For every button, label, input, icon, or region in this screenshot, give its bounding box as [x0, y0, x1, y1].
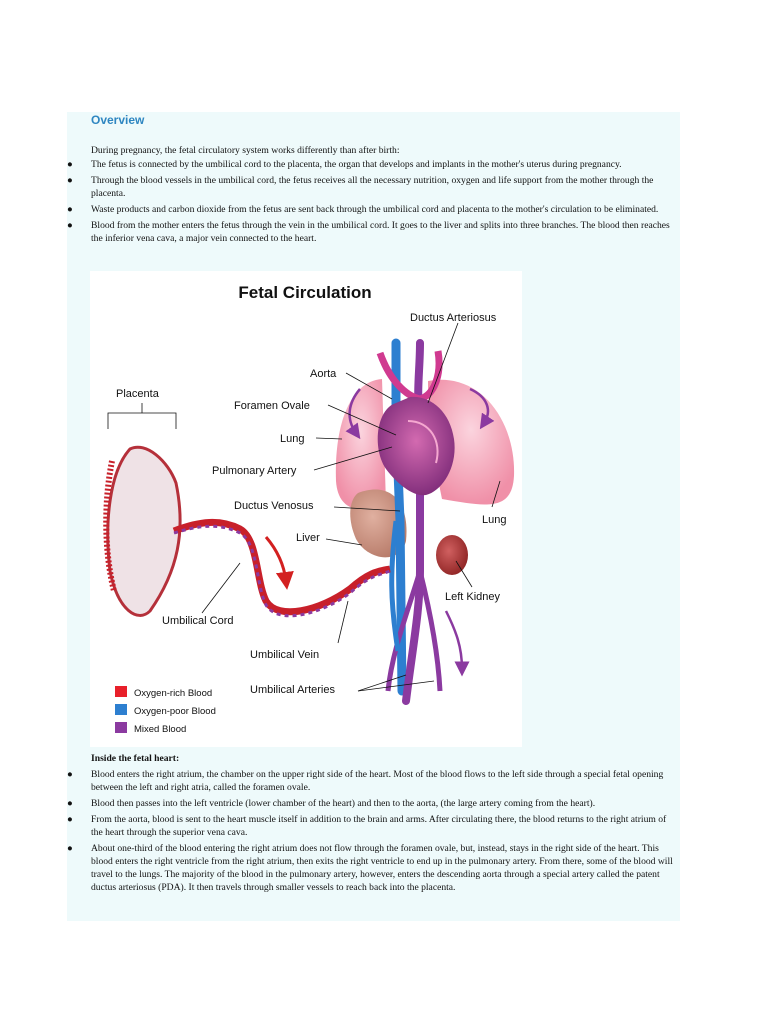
- bullet-icon: ●: [67, 768, 73, 781]
- overview-intro: During pregnancy, the fetal circulatory …: [91, 144, 400, 157]
- label-foramen-ovale: Foramen Ovale: [234, 400, 310, 412]
- legend-swatch-oxygen-poor: [115, 704, 127, 715]
- left-kidney: [436, 535, 468, 575]
- bullet-icon: ●: [67, 219, 73, 232]
- figure-title: Fetal Circulation: [238, 283, 371, 302]
- legend-label-mixed: Mixed Blood: [134, 724, 186, 735]
- iliac-branch: [420, 571, 440, 691]
- overview-heading: Overview: [91, 113, 144, 127]
- label-umbilical-vein: Umbilical Vein: [250, 649, 319, 661]
- bullet-icon: ●: [67, 174, 73, 187]
- flow-arrow: [266, 537, 286, 581]
- label-aorta: Aorta: [310, 368, 337, 380]
- aortic-arch: [380, 351, 439, 399]
- label-ductus-arteriosus: Ductus Arteriosus: [410, 312, 497, 324]
- list-item: ●The fetus is connected by the umbilical…: [67, 158, 677, 171]
- placenta: [108, 447, 180, 615]
- list-item: ●From the aorta, blood is sent to the he…: [67, 813, 677, 839]
- list-item: ●Blood from the mother enters the fetus …: [67, 219, 677, 245]
- legend-label-oxygen-poor: Oxygen-poor Blood: [134, 706, 216, 717]
- label-left-kidney: Left Kidney: [445, 591, 501, 603]
- list-item: ●Waste products and carbon dioxide from …: [67, 203, 677, 216]
- label-placenta: Placenta: [116, 388, 160, 400]
- bullet-icon: ●: [67, 203, 73, 216]
- fetal-circulation-figure: Fetal Circulation: [90, 271, 522, 747]
- label-ductus-venosus: Ductus Venosus: [234, 500, 314, 512]
- bullet-icon: ●: [67, 158, 73, 171]
- legend-swatch-mixed: [115, 722, 127, 733]
- legend-swatch-oxygen-rich: [115, 686, 127, 697]
- label-liver: Liver: [296, 532, 320, 544]
- overview-bullet-list: ●The fetus is connected by the umbilical…: [67, 158, 677, 248]
- list-item: ●Through the blood vessels in the umbili…: [67, 174, 677, 200]
- heart-heading: Inside the fetal heart:: [91, 753, 179, 764]
- bullet-icon: ●: [67, 842, 73, 855]
- bullet-icon: ●: [67, 797, 73, 810]
- legend: Oxygen-rich Blood Oxygen-poor Blood Mixe…: [115, 686, 216, 735]
- legend-label-oxygen-rich: Oxygen-rich Blood: [134, 688, 212, 699]
- label-umbilical-cord: Umbilical Cord: [162, 615, 234, 627]
- label-lung-left: Lung: [280, 433, 304, 445]
- label-umbilical-arteries: Umbilical Arteries: [250, 684, 335, 696]
- list-item: ●Blood enters the right atrium, the cham…: [67, 768, 677, 794]
- list-item: ●Blood then passes into the left ventric…: [67, 797, 677, 810]
- bullet-icon: ●: [67, 813, 73, 826]
- label-pulmonary-artery: Pulmonary Artery: [212, 465, 297, 477]
- flow-arrow: [446, 611, 462, 669]
- label-lung-right: Lung: [482, 514, 506, 526]
- heart-bullet-list: ●Blood enters the right atrium, the cham…: [67, 768, 677, 897]
- fetal-circulation-diagram: Fetal Circulation: [90, 271, 522, 747]
- list-item: ●About one-third of the blood entering t…: [67, 842, 677, 894]
